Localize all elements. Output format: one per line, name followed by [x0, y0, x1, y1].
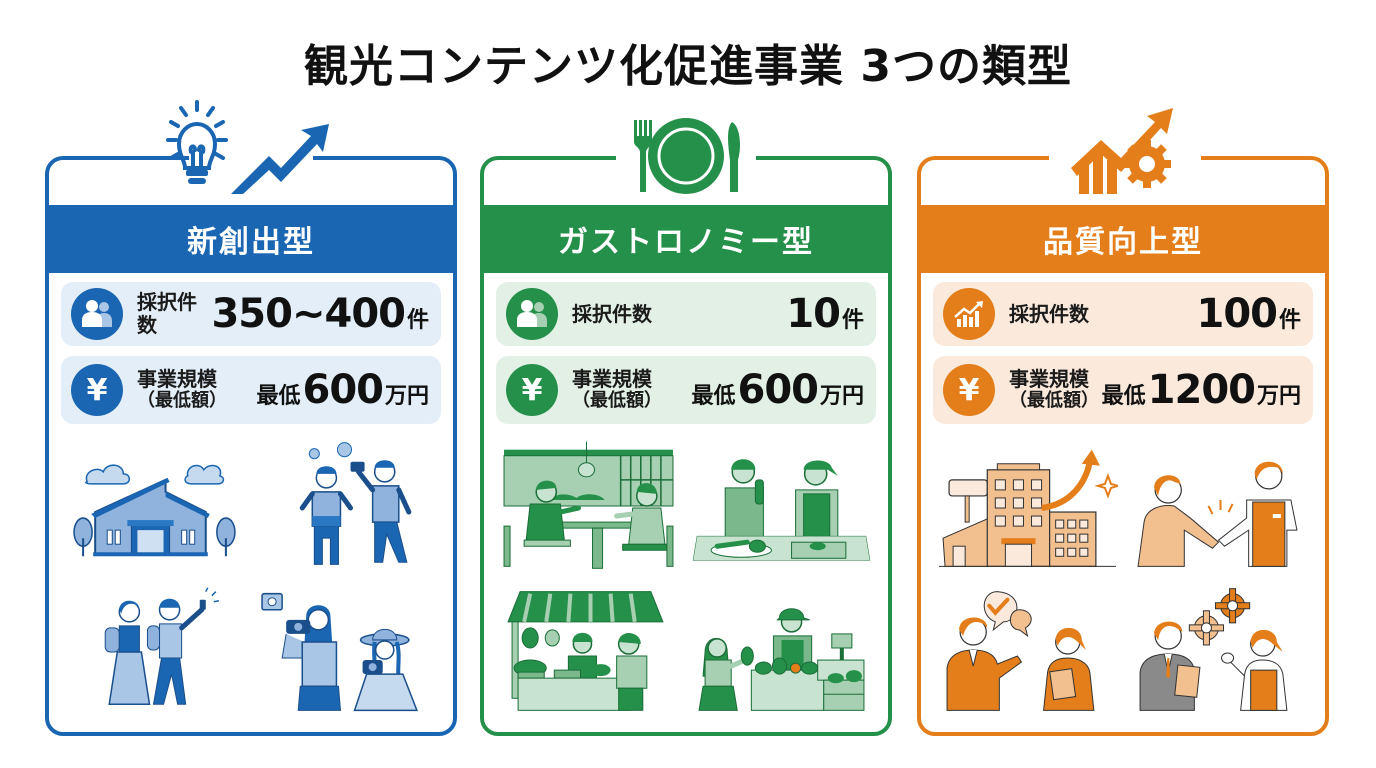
process-improvement-illustration [1128, 584, 1309, 718]
yen-icon: ¥ [506, 364, 558, 416]
market-stall-illustration [500, 584, 681, 718]
farmers-market-vendor-illustration [691, 584, 872, 718]
adoption-count-unit: 件 [406, 308, 429, 333]
card-shinsoushutsu: 新創出型 採択件数 350~400 件 ¥ 事業規模 （最低額） 最低 600 … [45, 100, 457, 736]
adoption-count-row: 採択件数 100 件 [933, 282, 1313, 346]
tourist-facility-illustration [65, 440, 246, 574]
tourists-with-camera-illustration [256, 440, 437, 574]
illustrations-grid [65, 440, 437, 718]
chart-growth-gear-icon [1023, 98, 1223, 198]
project-scale-sublabel: （最低額） [572, 390, 662, 412]
business-consultation-illustration [937, 584, 1118, 718]
project-scale-row: ¥ 事業規模 （最低額） 最低 1200 万円 [933, 356, 1313, 424]
people-icon [71, 288, 123, 340]
project-scale-prefix: 最低 [691, 384, 736, 409]
card-title: ガストロノミー型 [480, 205, 892, 273]
project-scale-unit: 万円 [819, 384, 864, 409]
couple-walking-illustration [65, 584, 246, 718]
adoption-count-number: 10 [786, 291, 841, 337]
project-scale-label: 事業規模 （最低額） [1009, 368, 1099, 412]
adoption-count-number: 350~400 [211, 291, 406, 337]
couple-dining-illustration [500, 440, 681, 574]
adoption-count-label: 採択件数 [137, 290, 197, 337]
illustrations-grid [937, 440, 1309, 718]
card-hinshitsu-kojo: 品質向上型 採択件数 100 件 ¥ 事業規模 （最低額） 最低 1200 [917, 108, 1329, 736]
project-scale-value: 最低 1200 万円 [1102, 367, 1301, 413]
adoption-count-label: 採択件数 [1009, 301, 1089, 326]
yen-icon: ¥ [943, 364, 995, 416]
adoption-count-value: 100 件 [1196, 291, 1301, 337]
project-scale-prefix: 最低 [256, 384, 301, 409]
project-scale-label-main: 事業規模 [572, 367, 652, 392]
project-scale-label: 事業規模 （最低額） [572, 368, 662, 412]
adoption-count-number: 100 [1196, 291, 1277, 337]
lightbulb-growth-arrow-icon [151, 98, 351, 198]
card-title: 新創出型 [45, 205, 457, 273]
project-scale-label: 事業規模 （最低額） [137, 368, 227, 412]
adoption-count-row: 採択件数 10 件 [496, 282, 876, 346]
adoption-count-unit: 件 [1278, 308, 1301, 333]
adoption-count-label: 採択件数 [572, 301, 652, 326]
adoption-count-value: 350~400 件 [211, 291, 429, 337]
fork-plate-knife-icon [586, 98, 786, 198]
project-scale-label-main: 事業規模 [137, 367, 217, 392]
project-scale-row: ¥ 事業規模 （最低額） 最低 600 万円 [496, 356, 876, 424]
illustrations-grid [500, 440, 872, 718]
project-scale-number: 1200 [1147, 367, 1256, 413]
project-scale-sublabel: （最低額） [137, 390, 227, 412]
project-scale-label-main: 事業規模 [1009, 367, 1089, 392]
adoption-count-row: 採択件数 350~400 件 [61, 282, 441, 346]
project-scale-value: 最低 600 万円 [256, 367, 429, 413]
page-title: 観光コンテンツ化促進事業 3つの類型 [304, 41, 1072, 92]
cooking-with-chef-illustration [691, 440, 872, 574]
project-scale-row: ¥ 事業規模 （最低額） 最低 600 万円 [61, 356, 441, 424]
adoption-count-value: 10 件 [786, 291, 864, 337]
yen-icon: ¥ [71, 364, 123, 416]
project-scale-prefix: 最低 [1101, 384, 1146, 409]
women-taking-photos-illustration [256, 584, 437, 718]
adoption-count-unit: 件 [841, 308, 864, 333]
project-scale-sublabel: （最低額） [1009, 390, 1099, 412]
handshake-illustration [1128, 440, 1309, 574]
card-gastronomy: ガストロノミー型 採択件数 10 件 ¥ 事業規模 （最低額） 最低 600 万… [480, 118, 892, 736]
project-scale-number: 600 [302, 367, 383, 413]
hotel-building-growth-illustration [937, 440, 1118, 574]
project-scale-number: 600 [737, 367, 818, 413]
people-icon [506, 288, 558, 340]
project-scale-unit: 万円 [384, 384, 429, 409]
project-scale-unit: 万円 [1256, 384, 1301, 409]
card-title: 品質向上型 [917, 205, 1329, 273]
project-scale-value: 最低 600 万円 [691, 367, 864, 413]
growth-chart-icon [943, 288, 995, 340]
